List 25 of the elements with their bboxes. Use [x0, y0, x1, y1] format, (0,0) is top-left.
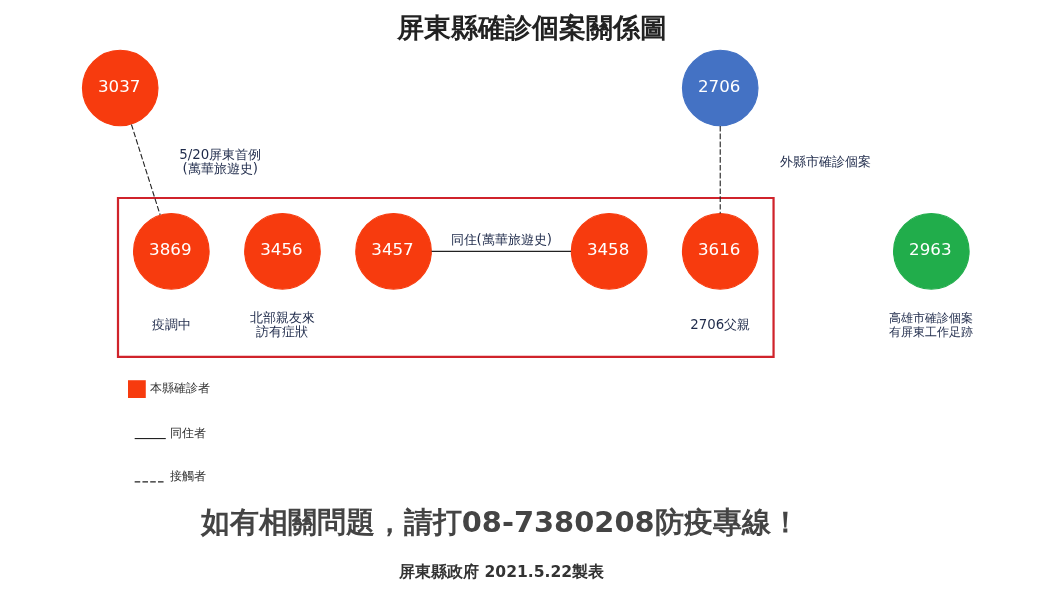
node-label: 5/20屏東首例(萬華旅遊史)	[178, 146, 261, 177]
legend-label: 同住者	[169, 425, 206, 440]
connector	[130, 123, 161, 216]
connector	[719, 125, 721, 214]
node-label: 疫調中	[151, 317, 191, 333]
node-circle: 3457	[354, 213, 432, 290]
label: 如有相關問題，請打08-7380208防疫專線！	[200, 505, 800, 540]
cluster	[116, 196, 775, 358]
legend-label: 接觸者	[169, 469, 206, 483]
node-circle: 2963	[892, 213, 970, 290]
node-label: 高雄市確診個案有屏東工作足跡	[888, 311, 973, 339]
label: 屏東縣政府 2021.5.22製表	[398, 563, 604, 582]
legend-label: 本縣確診者	[149, 381, 210, 396]
node-circle: 3456	[243, 213, 321, 290]
node-circle: 3458	[570, 213, 647, 290]
node-circle: 3037	[81, 49, 159, 127]
connector	[430, 250, 572, 252]
node-label: 2706父親	[689, 317, 750, 333]
node-label: 北部親友來訪有症狀	[249, 310, 315, 340]
edge-label: 同住(萬華旅遊史)	[450, 232, 552, 248]
node-label: 外縣市確診個案	[779, 153, 871, 169]
diagram-title: 屏東縣確診個案關係圖	[396, 12, 667, 44]
node-circle: 2706	[681, 49, 759, 127]
node-circle: 3616	[681, 213, 759, 290]
node-circle: 3869	[132, 213, 210, 290]
